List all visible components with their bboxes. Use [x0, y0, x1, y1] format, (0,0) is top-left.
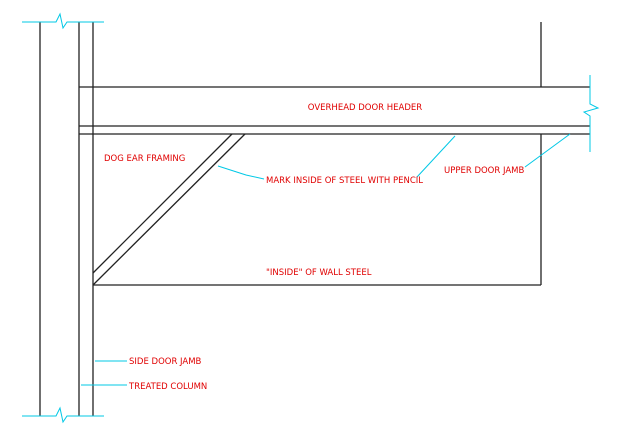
treated-column	[39, 22, 80, 416]
leader-header-jamb	[416, 135, 456, 178]
label-mark-inside-of-steel: MARK INSIDE OF STEEL WITH PENCIL	[266, 176, 423, 186]
header-break-right	[582, 75, 600, 152]
label-inside-of-wall-steel: "INSIDE" OF WALL STEEL	[266, 268, 372, 278]
leader-upper-jamb	[524, 133, 571, 168]
label-treated-column: TREATED COLUMN	[128, 382, 207, 392]
column-break-top	[22, 12, 104, 30]
dog-ear-framing-brace	[92, 133, 246, 286]
inside-of-wall-steel	[93, 134, 542, 286]
label-upper-door-jamb: UPPER DOOR JAMB	[444, 166, 524, 176]
column-break-bottom	[22, 406, 104, 424]
label-dog-ear-framing: DOG EAR FRAMING	[104, 154, 185, 164]
overhead-door-header	[79, 86, 590, 127]
label-overhead-door-header: OVERHEAD DOOR HEADER	[308, 103, 422, 113]
label-side-door-jamb: SIDE DOOR JAMB	[129, 357, 202, 367]
leader-mark-inside	[217, 165, 265, 180]
leader-lines	[81, 133, 571, 386]
